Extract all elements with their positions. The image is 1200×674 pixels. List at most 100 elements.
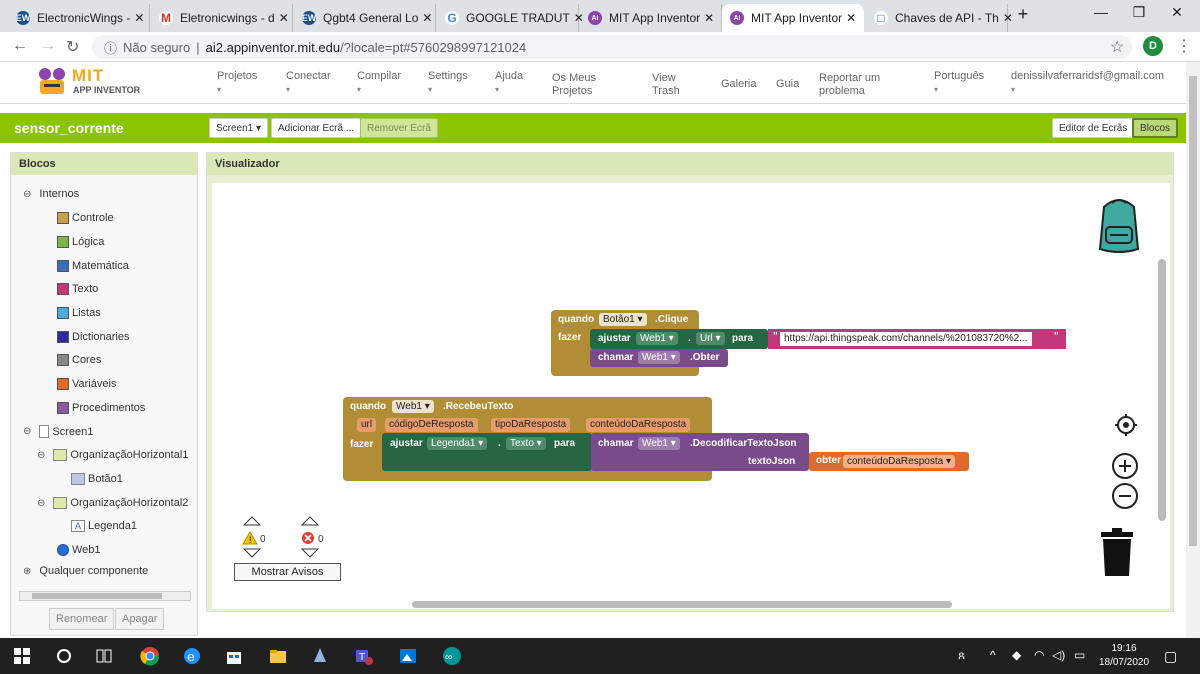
security-tray-icon[interactable]: ◆ — [1012, 648, 1022, 662]
collapse-icon[interactable]: ⊖ — [23, 188, 32, 200]
category-logic[interactable]: Lógica — [57, 236, 104, 248]
app-icon[interactable] — [310, 646, 330, 666]
component-dropdown[interactable]: Botão1 ▾ — [599, 313, 647, 326]
close-tab-icon[interactable]: ✕ — [1002, 11, 1013, 25]
designer-button[interactable]: Editor de Ecrãs — [1052, 118, 1135, 138]
close-tab-icon[interactable]: ✕ — [134, 11, 145, 25]
collapse-icon[interactable]: ⊖ — [37, 449, 46, 461]
category-lists[interactable]: Listas — [57, 307, 101, 319]
close-window-icon[interactable]: ✕ — [1171, 4, 1183, 20]
browser-tab[interactable]: □ Chaves de API - Th ✕ — [866, 4, 1013, 32]
task-view-icon[interactable] — [94, 646, 114, 666]
tray-overflow-icon[interactable]: ^ — [990, 648, 996, 662]
menu-account[interactable]: denissilvaferraridsf@gmail.com▾ — [1011, 70, 1164, 94]
workspace-horizontal-scrollbar[interactable] — [412, 601, 952, 608]
browser-tab[interactable]: M Eletronicwings - d ✕ — [151, 4, 293, 32]
blocks-workspace[interactable]: quando Botão1 ▾ .Clique fazer ajustar We… — [212, 183, 1170, 609]
category-variables[interactable]: Variáveis — [57, 378, 116, 390]
browser-tab[interactable]: EW ElectronicWings - ✕ — [8, 4, 150, 32]
close-tab-icon[interactable]: ✕ — [704, 11, 715, 25]
component-dropdown[interactable]: Web1 ▾ — [638, 351, 680, 364]
menu-connect[interactable]: Conectar▾ — [286, 70, 331, 94]
page-scrollbar[interactable] — [1186, 62, 1200, 638]
zoom-out-icon[interactable] — [1111, 482, 1139, 510]
reload-icon[interactable]: ↻ — [66, 39, 80, 56]
collapse-icon[interactable]: ⊖ — [37, 497, 46, 509]
error-down-arrow-icon[interactable] — [300, 547, 320, 559]
chrome-icon[interactable] — [140, 646, 160, 666]
tree-any-component[interactable]: ⊕Qualquer componente — [23, 565, 149, 577]
category-dictionaries[interactable]: Dictionaries — [57, 331, 129, 343]
file-explorer-icon[interactable] — [268, 646, 288, 666]
text-string-block[interactable]: " https://api.thingspeak.com/channels/%2… — [768, 329, 1066, 349]
back-icon[interactable]: ← — [12, 37, 28, 54]
call-decode-json-block[interactable]: chamar Web1 ▾ .DecodificarTextoJson text… — [591, 433, 809, 471]
expand-icon[interactable]: ⊕ — [23, 565, 32, 577]
forward-icon[interactable]: → — [40, 37, 56, 54]
warning-down-arrow-icon[interactable] — [242, 547, 262, 559]
menu-settings[interactable]: Settings▾ — [428, 70, 468, 94]
component-dropdown[interactable]: Legenda1 ▾ — [427, 437, 488, 450]
category-math[interactable]: Matemática — [57, 260, 129, 272]
bookmark-star-icon[interactable]: ☆ — [1110, 39, 1125, 56]
component-dropdown[interactable]: Web1 ▾ — [392, 400, 434, 413]
volume-icon[interactable]: ◁) — [1052, 648, 1066, 662]
browser-tab[interactable]: AI MIT App Inventor ✕ — [580, 4, 722, 32]
tree-horizontal2[interactable]: ⊖OrganizaçãoHorizontal2 — [37, 497, 189, 509]
component-dropdown[interactable]: Web1 ▾ — [638, 437, 680, 450]
blocks-button[interactable]: Blocos — [1132, 118, 1179, 138]
close-tab-icon[interactable]: ✕ — [846, 11, 857, 25]
menu-help[interactable]: Ajuda▾ — [495, 70, 524, 94]
tree-horizontal1[interactable]: ⊖OrganizaçãoHorizontal1 — [37, 449, 189, 461]
tree-button1[interactable]: Botão1 — [71, 473, 123, 485]
zoom-in-icon[interactable] — [1111, 452, 1139, 480]
rename-button[interactable]: Renomear — [49, 608, 115, 630]
info-icon[interactable]: ⓘ — [104, 40, 118, 56]
add-screen-button[interactable]: Adicionar Ecrã ... — [271, 118, 362, 138]
tree-builtin[interactable]: ⊖Internos — [23, 188, 80, 200]
close-tab-icon[interactable]: ✕ — [422, 11, 433, 25]
screen-selector[interactable]: Screen1 ▾ — [209, 118, 269, 138]
param-response-content[interactable]: conteúdoDaResposta — [586, 418, 691, 432]
category-control[interactable]: Controle — [57, 212, 114, 224]
component-dropdown[interactable]: Web1 ▾ — [636, 332, 678, 345]
close-tab-icon[interactable]: ✕ — [573, 11, 584, 25]
browser-menu-icon[interactable]: ⋮ — [1176, 38, 1192, 55]
property-dropdown[interactable]: Texto ▾ — [506, 437, 546, 450]
keyboard-icon[interactable]: ▭ — [1074, 648, 1086, 662]
backpack-icon[interactable] — [1088, 193, 1150, 255]
call-web-get-block[interactable]: chamar Web1 ▾ .Obter — [590, 349, 728, 367]
menu-guide[interactable]: Guia — [776, 78, 800, 90]
menu-language[interactable]: Português▾ — [934, 70, 985, 94]
param-response-code[interactable]: códigoDeResposta — [385, 418, 478, 432]
variable-dropdown[interactable]: conteúdoDaResposta ▾ — [843, 455, 955, 468]
edge-icon[interactable]: e — [182, 646, 202, 666]
workspace-vertical-scrollbar[interactable] — [1158, 259, 1166, 521]
teams-icon[interactable]: T — [354, 646, 374, 666]
show-warnings-button[interactable]: Mostrar Avisos — [234, 563, 341, 581]
tree-web1[interactable]: Web1 — [57, 544, 101, 556]
close-tab-icon[interactable]: ✕ — [278, 11, 289, 25]
notifications-icon[interactable]: ▢ — [1164, 648, 1178, 664]
windows-start-icon[interactable] — [12, 646, 32, 666]
tree-screen1[interactable]: ⊖Screen1 — [23, 425, 94, 438]
category-procedures[interactable]: Procedimentos — [57, 402, 145, 414]
store-icon[interactable] — [224, 646, 244, 666]
url-bar[interactable]: ⓘ Não seguro | ai2.appinventor.mit.edu /… — [92, 35, 1132, 59]
get-variable-block[interactable]: obter conteúdoDaResposta ▾ — [809, 452, 969, 471]
category-colors[interactable]: Cores — [57, 354, 101, 366]
new-tab-button[interactable]: + — [1017, 4, 1029, 24]
minimize-icon[interactable]: — — [1094, 4, 1108, 20]
set-label-text-block[interactable]: ajustar Legenda1 ▾ . Texto ▾ para — [382, 433, 592, 471]
browser-tab[interactable]: EW Qgbt4 General Lo ✕ — [294, 4, 436, 32]
menu-projects[interactable]: Projetos▾ — [217, 70, 258, 94]
error-up-arrow-icon[interactable] — [300, 515, 320, 527]
menu-gallery[interactable]: Galeria — [721, 78, 757, 90]
warning-up-arrow-icon[interactable] — [242, 515, 262, 527]
trash-icon[interactable] — [1099, 528, 1135, 578]
system-clock[interactable]: 19:16 18/07/2020 — [1098, 642, 1150, 670]
